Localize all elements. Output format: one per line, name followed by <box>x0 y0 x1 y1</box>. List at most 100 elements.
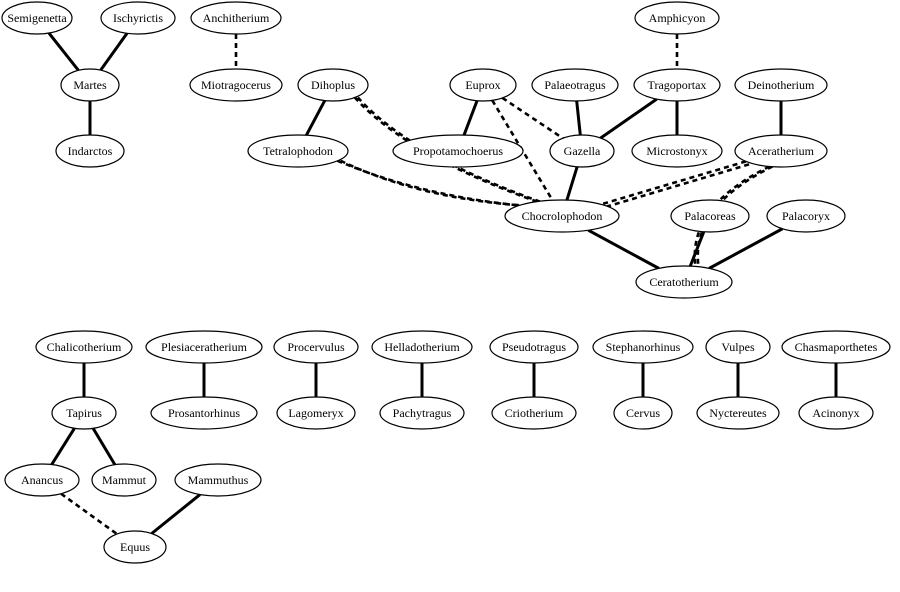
node-ellipse <box>392 134 524 168</box>
node-label: Prosantorhinus <box>168 406 240 420</box>
node-label: Microstonyx <box>646 144 707 158</box>
node-microstonyx: Microstonyx <box>631 134 723 168</box>
edge-tapirus-anancus <box>50 427 76 466</box>
node-label: Chalicotherium <box>47 340 122 354</box>
node-chalicotherium: Chalicotherium <box>35 330 133 364</box>
node-label: Acinonyx <box>812 406 859 420</box>
node-ellipse <box>781 330 891 364</box>
node-label: Tetralophodon <box>263 144 333 158</box>
node-ellipse <box>633 68 721 102</box>
node-ellipse <box>55 134 125 168</box>
node-label: Procervulus <box>287 340 345 354</box>
edge-tapirus-mammut <box>91 427 117 466</box>
node-tetralophodon: Tetralophodon <box>247 134 349 168</box>
node-label: Dihoplus <box>311 78 355 92</box>
node-pseudotragus: Pseudotragus <box>489 330 579 364</box>
node-ellipse <box>491 396 577 430</box>
node-dihoplus: Dihoplus <box>297 68 369 102</box>
node-label: Aceratherium <box>748 144 815 158</box>
node-label: Mammut <box>102 473 147 487</box>
node-cervus: Cervus <box>613 396 673 430</box>
node-chocrolophodon: Chocrolophodon <box>504 199 620 233</box>
node-palacoreas: Palacoreas <box>670 199 750 233</box>
node-ellipse <box>276 396 356 430</box>
node-anchitherium: Anchitherium <box>190 1 282 35</box>
node-ellipse <box>531 68 619 102</box>
node-propotamochoerus: Propotamochoerus <box>392 134 524 168</box>
node-label: Criotherium <box>505 406 564 420</box>
node-ellipse <box>504 199 620 233</box>
node-lagomeryx: Lagomeryx <box>276 396 356 430</box>
node-plesiaceratherium: Plesiaceratherium <box>145 330 263 364</box>
node-label: Helladotherium <box>384 340 460 354</box>
node-procervulus: Procervulus <box>273 330 359 364</box>
node-helladotherium: Helladotherium <box>371 330 473 364</box>
node-label: Lagomeryx <box>288 406 343 420</box>
node-label: Propotamochoerus <box>413 144 503 158</box>
node-ellipse <box>297 68 369 102</box>
node-miotragocerus: Miotragocerus <box>189 68 283 102</box>
node-chasmaporthetes: Chasmaporthetes <box>781 330 891 364</box>
node-gazella: Gazella <box>549 134 615 168</box>
node-label: Tapirus <box>66 406 102 420</box>
node-label: Ceratotherium <box>649 275 719 289</box>
node-acinonyx: Acinonyx <box>798 396 874 430</box>
node-ellipse <box>489 330 579 364</box>
edge-dihoplus-chocrolophodon <box>353 96 538 203</box>
edge-aceratherium-chocrolophodon-parallel <box>603 163 750 209</box>
node-ellipse <box>549 134 615 168</box>
node-ellipse <box>705 330 771 364</box>
node-tragoportax: Tragoportax <box>633 68 721 102</box>
node-ellipse <box>247 134 349 168</box>
node-label: Tragoportax <box>648 78 707 92</box>
node-prosantorhinus: Prosantorhinus <box>150 396 258 430</box>
edge-palacoreas-ceratotherium <box>688 231 706 267</box>
edge-chocrolophodon-ceratotherium <box>587 228 660 270</box>
node-ellipse <box>145 330 263 364</box>
node-nyctereutes: Nyctereutes <box>696 396 780 430</box>
node-stephanorhinus: Stephanorhinus <box>592 330 694 364</box>
node-ellipse <box>449 68 517 102</box>
node-ellipse <box>766 199 846 233</box>
node-label: Vulpes <box>721 340 755 354</box>
node-label: Mammuthus <box>188 473 249 487</box>
node-ellipse <box>371 330 473 364</box>
node-deinotherium: Deinotherium <box>734 68 828 102</box>
edge-tetralophodon-chocrolophodon-parallel <box>340 159 523 207</box>
node-label: Chocrolophodon <box>522 209 603 223</box>
edge-euprox-propotamochoerus <box>462 100 479 136</box>
node-label: Gazella <box>564 144 601 158</box>
node-ischyrictis: Ischyrictis <box>100 1 176 35</box>
node-ellipse <box>273 330 359 364</box>
node-tapirus: Tapirus <box>51 396 117 430</box>
edge-semigenetta-martes <box>47 32 80 72</box>
node-semigenetta: Semigenetta <box>1 1 73 35</box>
node-label: Ischyrictis <box>113 11 163 25</box>
node-ellipse <box>103 530 167 564</box>
node-ellipse <box>1 1 73 35</box>
node-ellipse <box>634 1 720 35</box>
node-ellipse <box>631 134 723 168</box>
node-ceratotherium: Ceratotherium <box>635 265 733 299</box>
node-equus: Equus <box>103 530 167 564</box>
node-ellipse <box>635 265 733 299</box>
node-label: Martes <box>73 78 107 92</box>
node-label: Equus <box>120 540 150 554</box>
node-ellipse <box>734 134 828 168</box>
node-ellipse <box>592 330 694 364</box>
node-euprox: Euprox <box>449 68 517 102</box>
edge-mammuthus-equus <box>150 493 201 535</box>
node-vulpes: Vulpes <box>705 330 771 364</box>
node-ellipse <box>91 463 157 497</box>
node-ellipse <box>100 1 176 35</box>
edge-tragoportax-gazella <box>599 97 658 140</box>
node-label: Chasmaporthetes <box>795 340 878 354</box>
node-ellipse <box>189 68 283 102</box>
node-label: Semigenetta <box>7 11 67 25</box>
node-palacoryx: Palacoryx <box>766 199 846 233</box>
node-label: Plesiaceratherium <box>161 340 248 354</box>
node-label: Pachytragus <box>393 406 452 420</box>
edge-palaeotragus-gazella <box>575 100 582 136</box>
